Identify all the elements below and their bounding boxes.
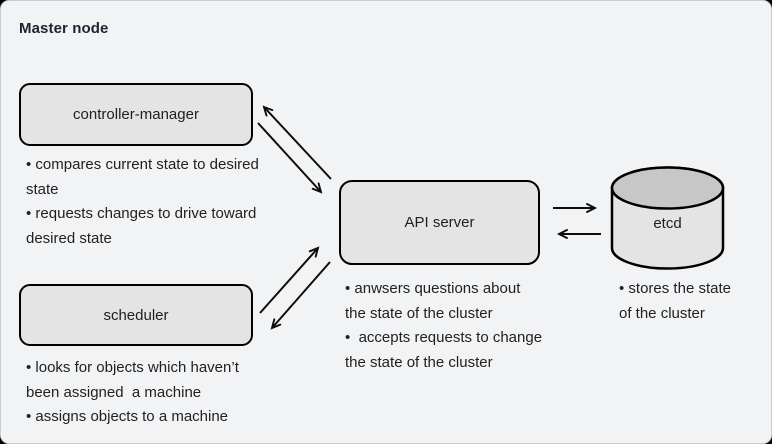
- scheduler-label: scheduler: [103, 306, 169, 324]
- controller-manager-notes: • compares current state to desired stat…: [26, 153, 259, 251]
- note-line: • anwsers questions about: [345, 280, 521, 297]
- api-server-label: API server: [404, 214, 475, 231]
- etcd-notes: • stores the state of the cluster: [619, 277, 731, 326]
- arrow-api-to-scheduler-icon: [270, 261, 331, 330]
- note-line: desired state: [26, 229, 112, 247]
- arrow-scheduler-to-api-icon: [259, 246, 320, 314]
- note-line: • requests changes to drive toward: [26, 205, 257, 223]
- note-line: the state of the cluster: [345, 353, 493, 371]
- node-scheduler: scheduler: [19, 284, 253, 346]
- controller-manager-label: controller-manager: [73, 106, 199, 123]
- etcd-label: etcd: [653, 215, 682, 232]
- note-line: state: [26, 180, 59, 198]
- node-controller-manager: controller-manager: [19, 83, 253, 146]
- note-line: • assigns objects to a machine: [26, 408, 229, 426]
- note-line: • stores the state: [619, 280, 731, 297]
- note-line: • compares current state to desired: [26, 156, 259, 173]
- arrow-api-to-controller-manager-icon: [262, 105, 332, 180]
- note-line: the state of the cluster: [345, 304, 493, 322]
- scheduler-notes: • looks for objects which haven’t been a…: [26, 356, 239, 430]
- note-line: • accepts requests to change: [345, 329, 543, 347]
- note-line: • looks for objects which haven’t: [26, 359, 239, 376]
- arrow-controller-manager-to-api-icon: [257, 122, 323, 194]
- diagram-title: Master node: [19, 20, 109, 37]
- api-server-notes: • anwsers questions about the state of t…: [345, 277, 542, 375]
- note-line: been assigned a machine: [26, 383, 202, 401]
- node-api-server: API server: [339, 180, 540, 265]
- note-line: of the cluster: [619, 304, 705, 322]
